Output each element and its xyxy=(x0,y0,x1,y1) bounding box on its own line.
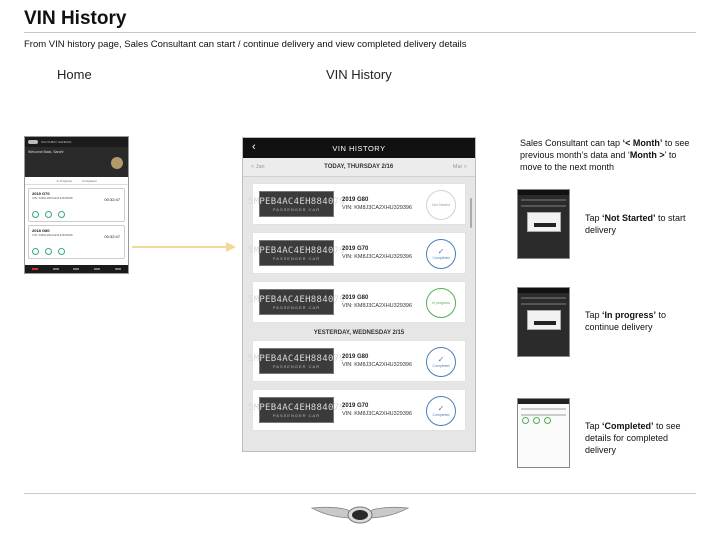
vin-item-model: 2019 G80 xyxy=(342,354,369,360)
status-completed-button[interactable]: ✓ Completed xyxy=(426,239,456,269)
scrollbar[interactable] xyxy=(470,198,472,228)
status-not-started-button[interactable]: Not Started xyxy=(426,190,456,220)
home-tab-completed[interactable]: Completed xyxy=(81,178,97,183)
vin-item-vin: VIN: KM8J3CA2XHU329396 xyxy=(342,411,413,417)
home-card[interactable]: 2019 G70 VIN: KMSL1BCA2XHU326396 00:32:4… xyxy=(28,188,125,222)
vin-list-item[interactable]: 5MPEB4AC4EH884079 PASSENGER CAR 2019 G70… xyxy=(248,389,466,431)
month-bar: < Jan TODAY, THURSDAY 2/16 Mar > xyxy=(243,158,475,177)
home-card-time: 00:32:47 xyxy=(104,234,120,239)
vin-item-model: 2019 G70 xyxy=(342,403,369,409)
home-screen-thumbnail: SOUTHBAY GENESIS Welcome Back, Sarah! In… xyxy=(24,136,129,274)
not-started-popup-thumbnail xyxy=(517,189,570,259)
page-subtitle: From VIN history page, Sales Consultant … xyxy=(24,39,467,50)
chevron-left-icon[interactable]: ‹ xyxy=(252,141,256,153)
home-hero: Welcome Back, Sarah! xyxy=(25,147,128,177)
vin-list-item[interactable]: 5MPEB4AC4EH884079 PASSENGER CAR 2019 G80… xyxy=(248,340,466,382)
vin-list-item[interactable]: 5MPEB4AC4EH884079 PASSENGER CAR 2019 G80… xyxy=(248,281,466,323)
month-nav-annotation: Sales Consultant can tap ‘< Month’ to se… xyxy=(520,138,690,172)
bottom-divider xyxy=(24,493,696,494)
date-header-yesterday: YESTERDAY, WEDNESDAY 2/15 xyxy=(313,330,405,336)
vin-item-model: 2019 G80 xyxy=(342,295,369,301)
vin-item-vin: VIN: KM8J3CA2XHU329396 xyxy=(342,303,413,309)
vin-header-title: VIN HISTORY xyxy=(332,143,386,153)
home-tabs: In Progress Completed xyxy=(25,177,128,185)
home-header-title: SOUTHBAY GENESIS xyxy=(41,140,72,144)
vin-history-screen: ‹ VIN HISTORY < Jan TODAY, THURSDAY 2/16… xyxy=(242,137,476,452)
top-divider xyxy=(24,32,696,33)
home-card[interactable]: 2018 G80 VIN: KMSL1BCA2XHU326396 00:32:4… xyxy=(28,225,125,259)
vin-list-item[interactable]: 5MPEB4AC4EH884079 PASSENGER CAR 2019 G70… xyxy=(248,232,466,274)
home-header: SOUTHBAY GENESIS xyxy=(25,137,128,147)
vin-plate-image: 5MPEB4AC4EH884079 PASSENGER CAR xyxy=(248,289,345,315)
checkmark-icon: ✓ xyxy=(437,247,445,256)
vin-item-model: 2019 G80 xyxy=(342,197,369,203)
vin-item-model: 2019 G70 xyxy=(342,246,369,252)
checkmark-icon: ✓ xyxy=(437,355,445,364)
vin-plate-image: 5MPEB4AC4EH884079 PASSENGER CAR xyxy=(248,348,345,374)
status-completed-button[interactable]: ✓ Completed xyxy=(426,347,456,377)
not-started-annotation: Tap ‘Not Started’ to start delivery xyxy=(585,213,686,235)
vin-plate-image: 5MPEB4AC4EH884079 PASSENGER CAR xyxy=(248,240,345,266)
home-card-vin: VIN: KMSL1BCA2XHU326396 xyxy=(32,196,73,200)
status-completed-button[interactable]: ✓ Completed xyxy=(426,396,456,426)
page-title: VIN History xyxy=(24,8,127,29)
home-column-label: Home xyxy=(57,67,92,82)
home-card-steps xyxy=(32,211,65,218)
vin-list: 5MPEB4AC4EH884079 PASSENGER CAR 2019 G80… xyxy=(243,177,475,431)
completed-details-thumbnail xyxy=(517,398,570,468)
home-card-model: 2019 G70 xyxy=(32,191,50,196)
vin-list-item[interactable]: 5MPEB4AC4EH884079 PASSENGER CAR 2019 G80… xyxy=(248,183,466,225)
vin-history-column-label: VIN History xyxy=(326,67,392,82)
home-tab-in-progress[interactable]: In Progress xyxy=(56,178,72,183)
checkmark-icon: ✓ xyxy=(437,404,445,413)
in-progress-annotation: Tap ‘In progress’ to continue delivery xyxy=(585,310,667,332)
prev-month-button[interactable]: < Jan xyxy=(251,164,265,170)
completed-annotation: Tap ‘Completed’ to see details for compl… xyxy=(585,421,681,455)
home-welcome: Welcome Back, Sarah! xyxy=(28,150,64,154)
vin-item-vin: VIN: KM8J3CA2XHU329396 xyxy=(342,205,413,211)
vin-plate-image: 5MPEB4AC4EH884079 PASSENGER CAR xyxy=(248,397,345,423)
home-bottom-nav xyxy=(25,265,128,273)
vin-plate-image: 5MPEB4AC4EH884079 PASSENGER CAR xyxy=(248,191,345,217)
home-card-time: 00:32:47 xyxy=(104,197,120,202)
home-card-model: 2018 G80 xyxy=(32,228,50,233)
genesis-logo-icon xyxy=(28,140,38,144)
vin-item-vin: VIN: KM8J3CA2XHU329396 xyxy=(342,254,413,260)
home-badge-icon xyxy=(111,157,123,169)
home-card-vin: VIN: KMSL1BCA2XHU326396 xyxy=(32,233,73,237)
date-header-today: TODAY, THURSDAY 2/16 xyxy=(324,164,394,170)
genesis-emblem-icon xyxy=(310,506,410,524)
home-card-steps xyxy=(32,248,65,255)
flow-arrow-icon xyxy=(132,242,236,252)
in-progress-popup-thumbnail xyxy=(517,287,570,357)
vin-header: ‹ VIN HISTORY xyxy=(243,138,475,158)
status-in-progress-button[interactable]: In progress xyxy=(426,288,456,318)
next-month-button[interactable]: Mar > xyxy=(452,164,467,170)
vin-item-vin: VIN: KM8J3CA2XHU329396 xyxy=(342,362,413,368)
